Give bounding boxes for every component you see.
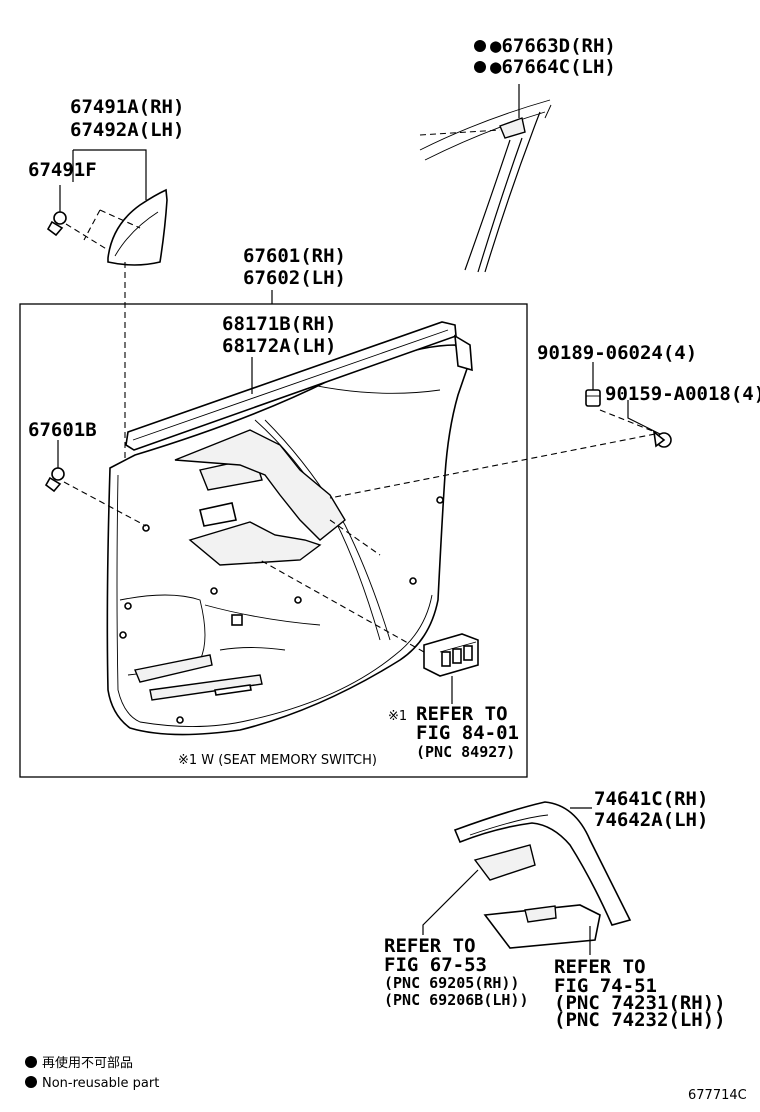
screw-90159[interactable] — [652, 430, 672, 448]
ref3-line2[interactable]: FIG 74-51 — [554, 975, 657, 997]
clip-67601b[interactable] — [44, 467, 65, 493]
corner-cover-part[interactable] — [107, 188, 168, 266]
label-74642: 74642A(LH) — [594, 809, 708, 831]
label-90159: 90159-A0018(4) — [605, 383, 760, 405]
legend-bullet-icon — [25, 1056, 37, 1068]
clip-67491f[interactable] — [46, 211, 67, 237]
ref3-line4: (PNC 74232(LH)) — [554, 1009, 726, 1031]
ref3-line3: (PNC 74231(RH)) — [554, 992, 726, 1014]
ref1-line2[interactable]: FIG 84-01 — [416, 722, 519, 744]
leader-ref2 — [422, 869, 479, 935]
label-67491a: 67491A(RH) — [70, 96, 184, 118]
ref1-mark: ※1 — [388, 709, 407, 724]
dash-switch — [259, 559, 425, 653]
label-74641: 74641C(RH) — [594, 788, 708, 810]
door-trim-panel[interactable] — [106, 344, 471, 736]
ref2-line2[interactable]: FIG 67-53 — [384, 954, 487, 976]
leader-90159 — [627, 400, 661, 435]
dash-67663 — [419, 129, 501, 136]
ref2-line4: (PNC 69206B(LH)) — [384, 991, 529, 1009]
dash-cover — [99, 209, 141, 229]
glass-run-part[interactable] — [419, 99, 552, 273]
label-90189: 90189-06024(4) — [537, 342, 697, 364]
leader-67491a — [73, 149, 147, 200]
ref3-line1[interactable]: REFER TO — [554, 956, 646, 978]
legend-jp: 再使用不可部品 — [42, 1055, 133, 1071]
label-67602: 67602(LH) — [243, 267, 346, 289]
label-67601b: 67601B — [28, 419, 97, 441]
seat-memory-switch[interactable] — [423, 633, 479, 677]
ref1-line1[interactable]: REFER TO — [416, 703, 508, 725]
label-68171: 68171B(RH) — [222, 313, 336, 335]
ref1-line3: (PNC 84927) — [416, 743, 515, 761]
bullet-icon — [474, 61, 486, 73]
dash-center — [329, 519, 381, 556]
legend-bullet-icon — [25, 1076, 37, 1088]
label-67664: ●67664C(LH) — [490, 56, 616, 78]
dash-67601b — [63, 481, 147, 527]
ref2-line3: (PNC 69205(RH)) — [384, 974, 519, 992]
label-67492a: 67492A(LH) — [70, 119, 184, 141]
belt-moulding-part[interactable] — [125, 321, 473, 451]
armrest-part[interactable] — [453, 801, 632, 949]
label-67663: ●67663D(RH) — [490, 35, 616, 57]
dash-cover-b — [83, 209, 101, 241]
label-67491f: 67491F — [28, 159, 97, 181]
figure-code: 677714C — [688, 1088, 747, 1103]
label-68172: 68172A(LH) — [222, 335, 336, 357]
nut-90189[interactable] — [585, 389, 601, 407]
dash-67491f — [65, 223, 109, 251]
note-seat-memory: ※1 W (SEAT MEMORY SWITCH) — [178, 753, 377, 768]
label-67601: 67601(RH) — [243, 245, 346, 267]
ref2-line1[interactable]: REFER TO — [384, 935, 476, 957]
assembly-frame — [19, 303, 528, 778]
bullet-icon — [474, 40, 486, 52]
dash-90159 — [329, 433, 656, 499]
legend-en: Non-reusable part — [42, 1076, 159, 1091]
